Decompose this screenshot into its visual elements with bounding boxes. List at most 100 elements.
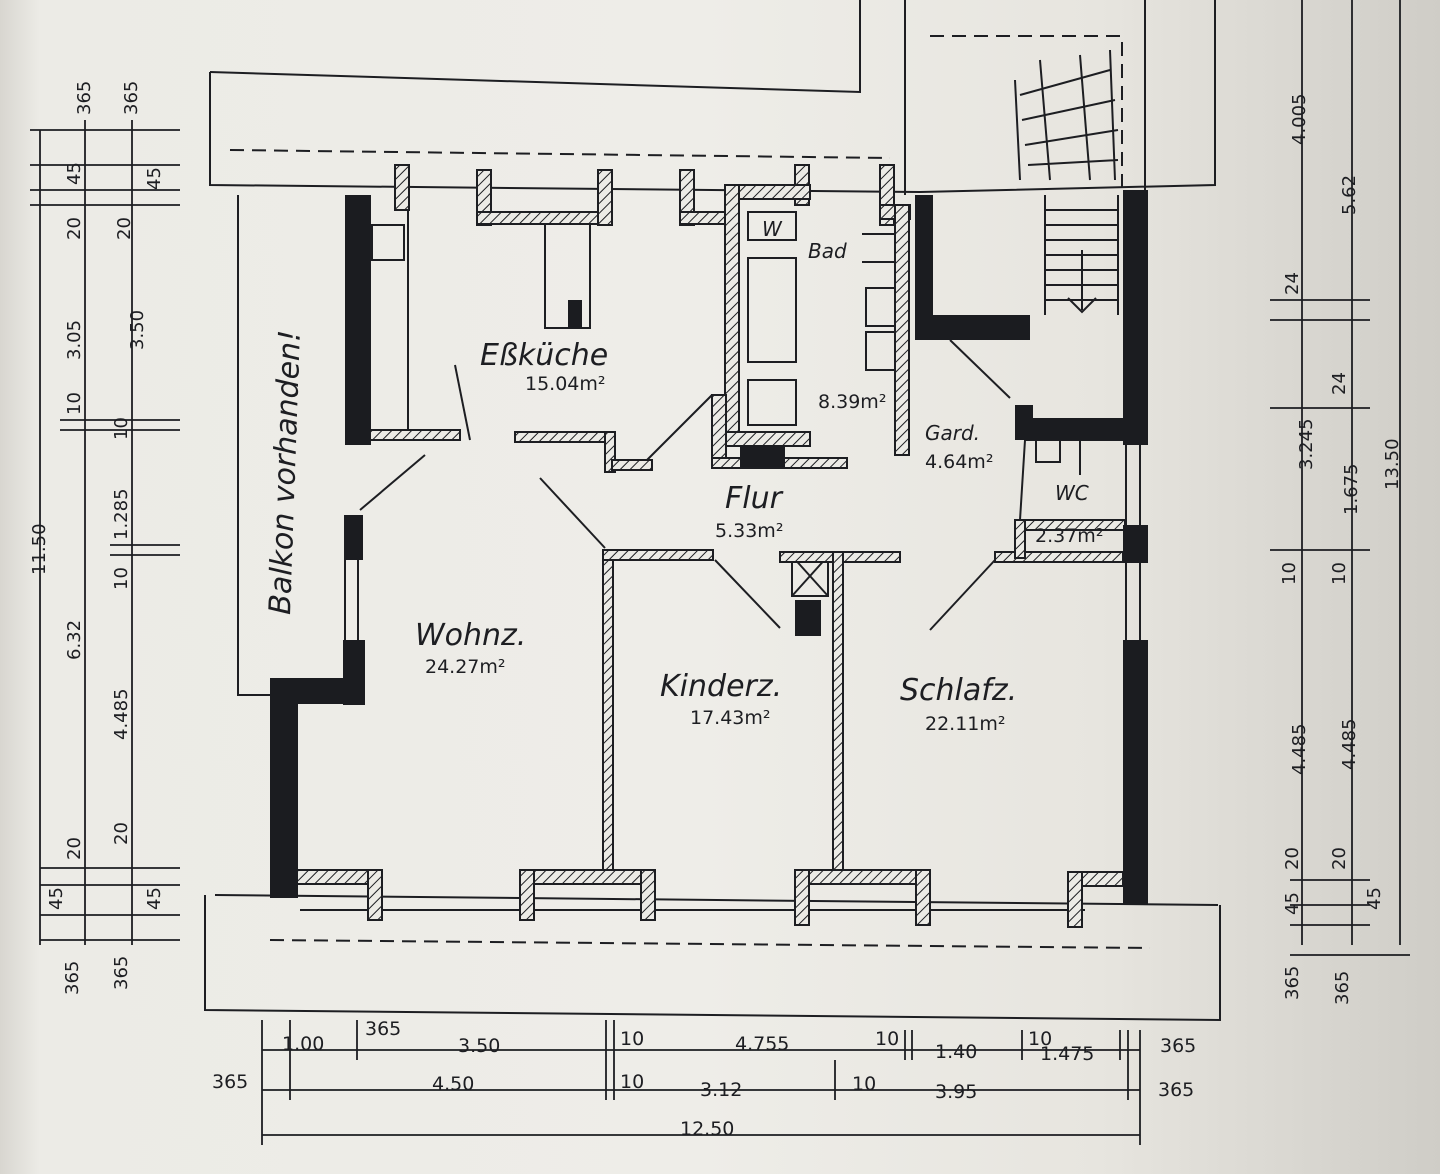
- dim-left-total: 11.50: [29, 523, 50, 575]
- dim-lo-0: 365: [74, 81, 95, 115]
- dim-ri-3: 10: [1279, 562, 1300, 585]
- door-swing-bath: [644, 394, 713, 463]
- room-labels: Eßküche 15.04m² Bad 8.39m² Gard. 4.64m² …: [263, 217, 1103, 735]
- dim-b2-0: 365: [212, 1071, 248, 1093]
- bath-drain: [740, 445, 785, 467]
- room-area-kitchen: 15.04m²: [525, 373, 606, 395]
- dimension-labels: 1.00 365 3.50 10 4.755 10 1.40 10 1.475 …: [29, 81, 1403, 1140]
- balcony-note: Balkon vorhanden!: [263, 329, 308, 615]
- room-area-wc: 2.37m²: [1035, 525, 1103, 547]
- dim-right-total: 13.50: [1382, 438, 1403, 490]
- dim-b1-3: 10: [620, 1028, 644, 1050]
- door-swing-living: [539, 477, 606, 549]
- wall-wc-north: [1015, 418, 1140, 440]
- wall-west-upper: [345, 195, 370, 445]
- shower: [747, 379, 797, 426]
- dim-ri-1: 24: [1282, 272, 1303, 295]
- dim-ro-4: 4.485: [1339, 718, 1360, 770]
- roof-outline-top: [209, 0, 861, 94]
- kitchen-flue: [568, 300, 582, 328]
- bath-fixture-label: W: [762, 217, 783, 241]
- room-name-living: Wohnz.: [415, 618, 526, 653]
- dim-ri-2: 3.245: [1296, 418, 1317, 470]
- door-swing-wardrobe: [949, 339, 1011, 399]
- bath-basin: [862, 233, 896, 263]
- dim-lo-3: 3.05: [64, 320, 85, 360]
- kitchen-west-wall: [369, 195, 409, 445]
- room-name-children: Kinderz.: [660, 669, 782, 704]
- dim-ro-3: 10: [1329, 562, 1350, 585]
- dim-li-7: 45: [144, 887, 165, 910]
- dim-lo-9: 45: [46, 887, 67, 910]
- dim-li-4: 10: [111, 417, 132, 440]
- wc-partition: [1019, 439, 1081, 521]
- room-name-bedroom: Schlafz.: [900, 673, 1017, 708]
- wall-west-bottom: [270, 678, 298, 898]
- dim-b1-4: 4.755: [735, 1033, 789, 1055]
- washer-fixture: [747, 211, 797, 241]
- room-area-living: 24.27m²: [425, 656, 506, 678]
- dim-ro-1: 24: [1329, 372, 1350, 395]
- eave-dashed-bottom: [269, 939, 1151, 949]
- room-name-kitchen: Eßküche: [480, 338, 608, 373]
- dim-b2-4: 10: [852, 1073, 876, 1095]
- dim-lo-1: 45: [64, 162, 85, 185]
- dim-b2-6: 365: [1158, 1079, 1194, 1101]
- solid-walls: [270, 190, 1148, 905]
- chimney-base: [795, 600, 821, 636]
- dim-lo-6: 10: [111, 567, 132, 590]
- pier-nw: [394, 164, 410, 211]
- dim-b2-3: 3.12: [700, 1079, 742, 1101]
- room-name-bath: Bad: [808, 239, 847, 263]
- room-area-bath: 8.39m²: [818, 391, 886, 413]
- dim-b1-8: 1.475: [1040, 1043, 1094, 1065]
- dim-lo-4: 10: [64, 392, 85, 415]
- room-area-wardrobe: 4.64m²: [925, 451, 993, 473]
- balcony-outline: [237, 195, 275, 696]
- door-swing-kitchen: [454, 364, 471, 441]
- wall-east-upper: [1123, 190, 1148, 445]
- dim-b1-7: 10: [1028, 1028, 1052, 1050]
- dim-b1-6: 1.40: [935, 1041, 977, 1063]
- dim-ri-0: 4.005: [1289, 93, 1310, 145]
- wall-stair-west: [915, 195, 933, 335]
- room-name-wc: WC: [1055, 481, 1089, 505]
- dim-ro-0: 5.62: [1339, 175, 1360, 215]
- wall-east-mid: [1123, 525, 1148, 563]
- stair-shaft-dashed: [930, 35, 1123, 190]
- dim-li-6: 20: [111, 822, 132, 845]
- kitchen-fixture: [371, 224, 405, 261]
- dim-b1-9: 365: [1160, 1035, 1196, 1057]
- kitchen-hood: [544, 222, 591, 329]
- door-swing-children: [714, 559, 781, 629]
- dim-ro-5: 20: [1329, 847, 1350, 870]
- wc-fixture: [1035, 437, 1061, 463]
- door-swing-balcony: [359, 454, 426, 511]
- eave-dashed-top: [229, 149, 891, 159]
- dim-bottom-total: 12.50: [680, 1118, 734, 1140]
- dim-ro-6: 45: [1364, 887, 1385, 910]
- dim-li-2: 20: [114, 217, 135, 240]
- dim-ro-2: 1.675: [1341, 463, 1362, 515]
- hatched-walls: [294, 164, 1126, 928]
- dim-li-3: 3.50: [127, 310, 148, 350]
- dim-b1-0: 1.00: [282, 1033, 324, 1055]
- staircase: [1014, 49, 1119, 315]
- room-area-hall: 5.33m²: [715, 520, 783, 542]
- bathtub: [747, 257, 797, 363]
- dim-lo-7: 4.485: [111, 688, 132, 740]
- dim-ri-7: 365: [1282, 966, 1303, 1000]
- dim-ro-7: 365: [1332, 971, 1353, 1005]
- roof-outline-bottom: [204, 895, 1221, 1022]
- dim-b1-1: 365: [365, 1018, 401, 1040]
- room-area-bedroom: 22.11m²: [925, 713, 1006, 735]
- room-name-wardrobe: Gard.: [925, 421, 980, 445]
- dim-b2-5: 3.95: [935, 1081, 977, 1103]
- dimension-lines: [30, 0, 1410, 1145]
- dim-lo-10: 365: [62, 961, 83, 995]
- dim-b1-5: 10: [875, 1028, 899, 1050]
- wall-east-lower: [1123, 640, 1148, 905]
- room-area-children: 17.43m²: [690, 707, 771, 729]
